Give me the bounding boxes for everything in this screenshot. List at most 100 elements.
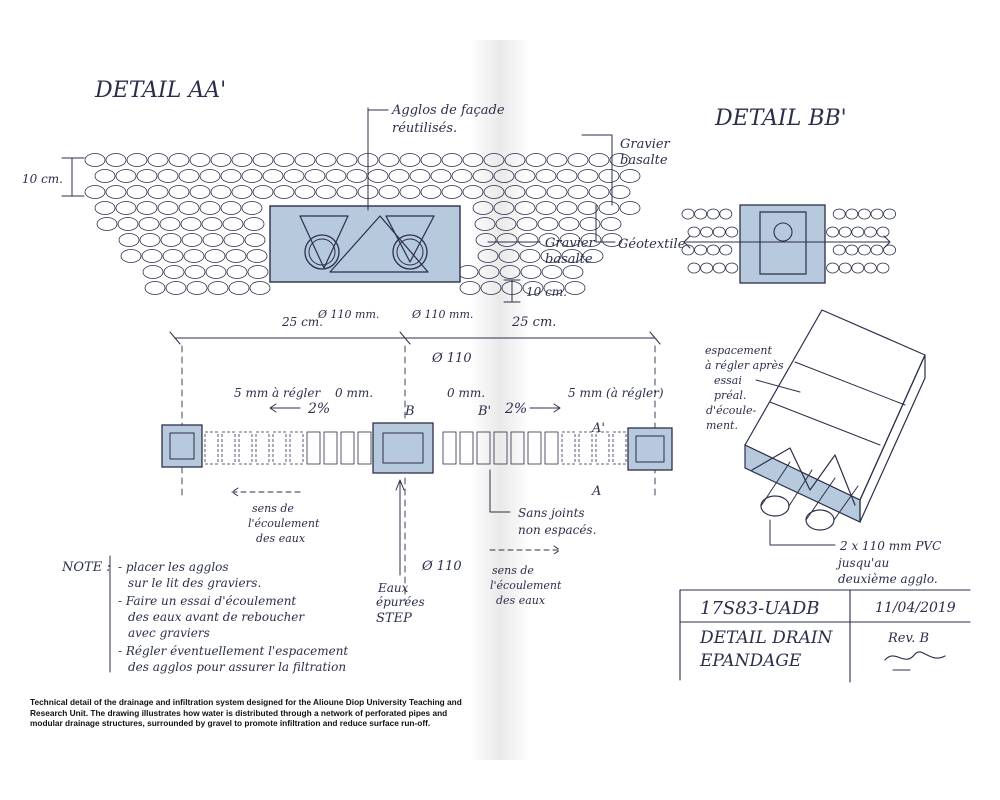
- pebble: [126, 153, 148, 167]
- title-project: 17S83-UADB: [700, 598, 820, 619]
- agglo-outline: [269, 205, 461, 283]
- pebble: [883, 208, 896, 220]
- pebble: [870, 208, 884, 220]
- pebble: [712, 226, 726, 238]
- pebble: [136, 169, 158, 183]
- label-agglos-2: réutilisés.: [392, 121, 457, 136]
- title-rev: Rev. B: [887, 631, 929, 646]
- pebble: [580, 233, 602, 247]
- pipe-right: [392, 234, 428, 270]
- pebble: [210, 153, 232, 167]
- pvc-2: jusqu'au: [835, 556, 889, 570]
- pebble: [225, 249, 247, 263]
- pebble: [159, 217, 181, 231]
- pebble: [262, 169, 284, 183]
- pebble: [162, 249, 184, 263]
- pebble: [249, 281, 271, 295]
- pebble: [246, 249, 268, 263]
- pebble: [540, 249, 562, 263]
- plan-agglo: [204, 431, 219, 465]
- pebble: [115, 169, 137, 183]
- pebble: [94, 169, 116, 183]
- pebble: [826, 226, 839, 238]
- pipe-bottom: Ø 110: [421, 559, 462, 574]
- pebble: [139, 233, 161, 247]
- pebble: [205, 265, 227, 279]
- detail-bb-title: DETAIL BB': [714, 106, 847, 131]
- pebble: [681, 208, 695, 220]
- plan-agglo: [238, 431, 253, 465]
- pebble: [694, 244, 707, 256]
- pipe-left: [304, 234, 340, 270]
- pebble: [204, 249, 226, 263]
- title-date: 11/04/2019: [875, 600, 956, 616]
- pebble: [105, 153, 127, 167]
- pebble: [220, 169, 242, 183]
- pebble: [706, 208, 720, 220]
- pebble: [180, 217, 202, 231]
- pebble: [681, 244, 695, 256]
- plan-view: 5 mm à régler 0 mm. 0 mm. 5 mm (à régler…: [161, 331, 673, 626]
- plan-agglo: [595, 431, 610, 465]
- note-line-2: sur le lit des graviers.: [128, 576, 261, 590]
- plan-agglo: [442, 431, 457, 465]
- pebble: [241, 201, 263, 215]
- pebble: [378, 153, 400, 167]
- plan-agglo: [323, 431, 338, 465]
- flow-right-3: des eaux: [496, 594, 546, 607]
- pebble: [588, 185, 610, 199]
- isometric-view: espacement à régler après essai préal. d…: [705, 309, 941, 586]
- pebble: [870, 244, 884, 256]
- slope-arrows: [269, 403, 561, 413]
- plan-agglo: [493, 431, 508, 465]
- plan-dim-line: [169, 331, 661, 345]
- pebble: [105, 185, 127, 199]
- pebble: [858, 208, 871, 220]
- pebble: [687, 226, 701, 238]
- pebble: [199, 169, 221, 183]
- pebble: [838, 262, 852, 274]
- pebble: [609, 185, 631, 199]
- pebble: [474, 217, 496, 231]
- pebble: [241, 169, 263, 183]
- plan-agglo: [527, 431, 542, 465]
- eaux-1: Eaux: [377, 581, 409, 595]
- pebble: [409, 169, 431, 183]
- pebble: [700, 226, 713, 238]
- plan-box-right-void: [635, 435, 665, 463]
- plan-agglo: [459, 431, 474, 465]
- dim-bottom: 10 cm.: [526, 285, 567, 299]
- note-line-4: des eaux avant de reboucher: [128, 610, 305, 624]
- flow-right-2: l'écoulement: [490, 579, 562, 592]
- pebble: [543, 281, 565, 295]
- iso-side-face: [859, 354, 926, 523]
- pebble: [142, 265, 164, 279]
- pebble: [577, 201, 599, 215]
- spacing-4: préal.: [714, 389, 746, 402]
- pebble: [283, 169, 305, 183]
- pebble: [420, 153, 442, 167]
- pebble: [514, 169, 536, 183]
- pebble: [556, 201, 578, 215]
- pebble: [826, 262, 839, 274]
- dim-top: 10 cm.: [22, 172, 63, 186]
- pebble: [537, 217, 559, 231]
- plan-agglo: [544, 431, 559, 465]
- pebble: [601, 233, 623, 247]
- flow-arrow-left: [231, 487, 301, 497]
- label-geotextile: Géotextile: [618, 237, 686, 252]
- pebble: [475, 233, 497, 247]
- leader-no-joints: [489, 469, 511, 513]
- pebble: [525, 153, 547, 167]
- mark-b2: B': [477, 404, 491, 419]
- zero-left: 0 mm.: [335, 386, 373, 400]
- pebble: [462, 185, 484, 199]
- pebble: [202, 233, 224, 247]
- pebble: [147, 153, 169, 167]
- pebble: [184, 265, 206, 279]
- pebble: [516, 217, 538, 231]
- pebble: [336, 185, 358, 199]
- pebble: [858, 244, 871, 256]
- pebble: [838, 226, 852, 238]
- pebble: [483, 153, 505, 167]
